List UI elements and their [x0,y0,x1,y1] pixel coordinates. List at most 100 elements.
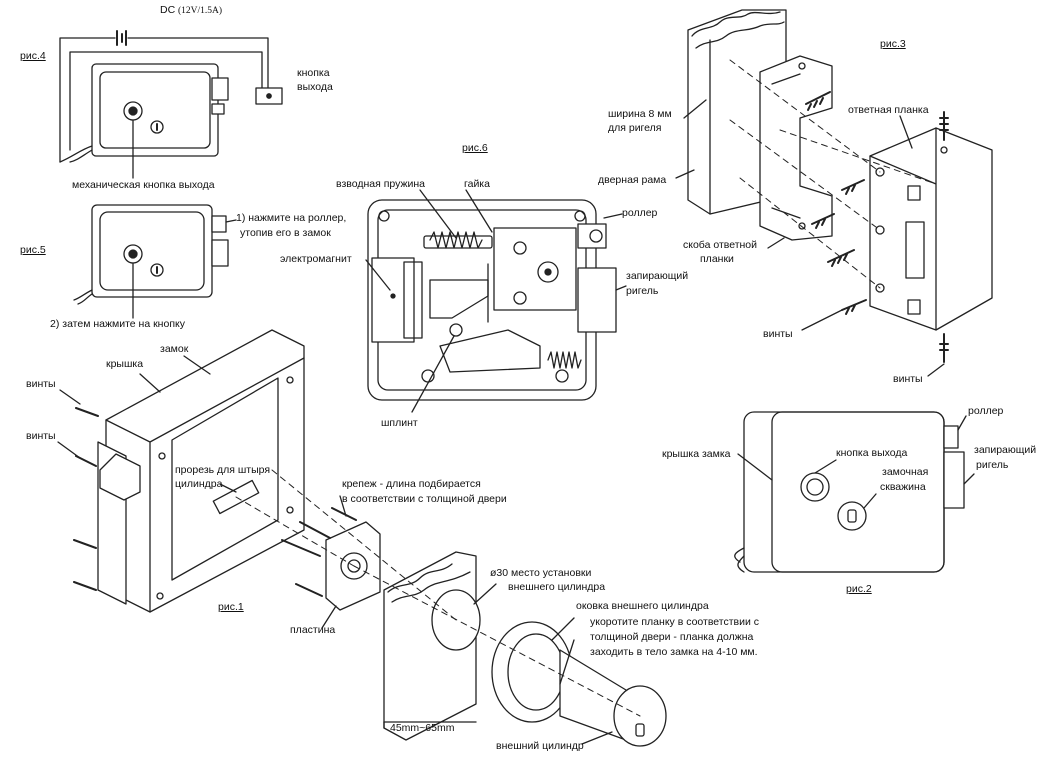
fig6-electromagnet-block [372,258,414,342]
fig3-bracket-label-2: планки [700,253,734,265]
fig1-leader-lock [184,356,210,374]
fig5-button-inner [129,250,137,258]
fig1-install-label-1: ø30 место установки [490,567,592,579]
fig1-screws [74,408,356,596]
fig6-lever [430,280,488,318]
fig6-electromagnet-label: электромагнит [280,253,352,265]
fig6-leader-roller [604,214,622,218]
fig5-wires [74,290,92,304]
fig2-keyhole-label-1: замочная [882,466,929,478]
fig1-cylinder-keyway [636,724,644,736]
fig6-roller-label: роллер [622,207,658,219]
fig2-wires [735,548,744,572]
fig3-screw-5 [842,300,866,314]
fig6-leader-magnet [366,260,390,290]
fig1-trim-label: оковка внешнего цилиндра [576,600,709,612]
fig1-side-screw-1 [159,453,165,459]
fig1-door-grain [388,564,470,602]
fig6-cam-center [545,269,551,275]
fig2-cover-label: крышка замка [662,448,731,460]
fig3-width-label-1: ширина 8 мм [608,108,672,120]
fig1-leader-slot [220,484,236,492]
fig3-bracket-label-1: скоба ответной [683,239,758,251]
fig3-bracket [760,56,832,240]
fig1-leader-cover [140,374,160,392]
fig3-screws-label-1: винты [763,328,793,340]
fig6-return-spring [548,352,581,368]
fig1-shorten-label-3: заходить в тело замка на 4-10 мм. [590,646,758,658]
fig6-leader-pin [412,336,454,412]
fig3-strike-hole-2 [876,226,884,234]
fig6-lever-pivot [450,324,462,336]
fig2-lock-front [735,412,974,572]
fig1-leader-shorten [560,640,574,684]
fig6-spring-rod [424,236,492,248]
fig4-button-inner [129,107,137,115]
fig4-lock-cover [100,72,210,148]
fig1-cover-plate [172,378,278,580]
fig1-slot-label-2: цилиндра [175,478,223,490]
fig1-side-screw-2 [287,377,293,383]
fig4-keyhole [151,121,163,133]
fig1-lock-body-edges [106,358,304,612]
fig4-wire-inner [70,52,262,150]
fig5-step2: 2) затем нажмите на кнопку [50,318,185,330]
fig6-roller-wheel [590,230,602,242]
fig2-leader-cover [738,454,772,480]
fig4-lock-body [92,64,218,156]
fig1-cover-label: крышка [106,358,144,370]
fig1-exploded-view [58,330,666,746]
fig4-wiring-diagram [60,31,282,178]
fig1-leader-plate [322,606,336,628]
fig1-fastener-label-1: крепеж - длина подбирается [342,478,481,490]
fig5-lock-body [92,205,212,297]
fig6-pivot-upper [514,242,526,254]
fig2-roller-label: роллер [968,405,1004,417]
fig3-alignment-lines [730,60,936,288]
fig3-screw-2 [842,180,864,194]
fig4-power-label: DC [160,4,176,16]
fig5-keyhole [151,264,163,276]
fig2-leader-button [815,460,836,473]
fig3-strike-window-2 [906,222,924,278]
fig6-mechanism [366,190,626,412]
fig3-strike-window-1 [908,186,920,200]
fig2-title: рис.2 [846,583,872,595]
fig6-leader-bolt [616,286,626,290]
fig3-strike-hole-3 [876,284,884,292]
fig6-screw-br [556,370,568,382]
fig1-title: рис.1 [218,601,244,613]
fig1-mount-plate [326,522,380,610]
fig6-latch-arm [440,330,540,372]
fig4-exit-button-label-2: выхода [297,81,333,93]
fig3-screw-4 [828,250,854,266]
fig5-lock-cover [100,212,204,290]
fig6-locking-bolt [578,268,616,332]
fig2-leader-bolt [964,474,974,484]
fig3-strike-top-hole [941,147,947,153]
fig3-leader-screws1 [802,310,842,330]
fig2-keyhole-outer [838,502,866,530]
fig6-cotter-pin-label: шплинт [381,417,418,429]
fig4-wire-to-button [128,38,268,88]
fig4-exit-button-dot [267,94,271,98]
fig3-screw-3 [812,214,834,228]
fig3-screw-1 [806,92,830,110]
fig5-step1-line1: 1) нажмите на роллер, [236,212,347,224]
fig3-door-frame-label: дверная рама [598,174,667,186]
fig3-screw-bottom [940,334,948,362]
fig2-leader-roller [958,416,966,430]
fig6-cocking-spring-label: взводная пружина [336,178,426,190]
fig3-screw-top [940,112,948,140]
fig6-cocking-spring-coil [430,232,482,248]
fig3-leader-frame [676,170,694,178]
fig4-lock-bolt [212,78,228,100]
fig6-bolt-label-2: ригель [626,285,659,297]
fig2-bolt-label-1: запирающий [974,444,1037,456]
fig1-shorten-label-2: толщиной двери - планка должна [590,631,754,643]
fig4-mechanical-button-label: механическая кнопка выхода [72,179,215,191]
fig1-slot-label-1: прорезь для штыря [175,464,271,476]
fig3-leader-screws2 [928,364,944,376]
